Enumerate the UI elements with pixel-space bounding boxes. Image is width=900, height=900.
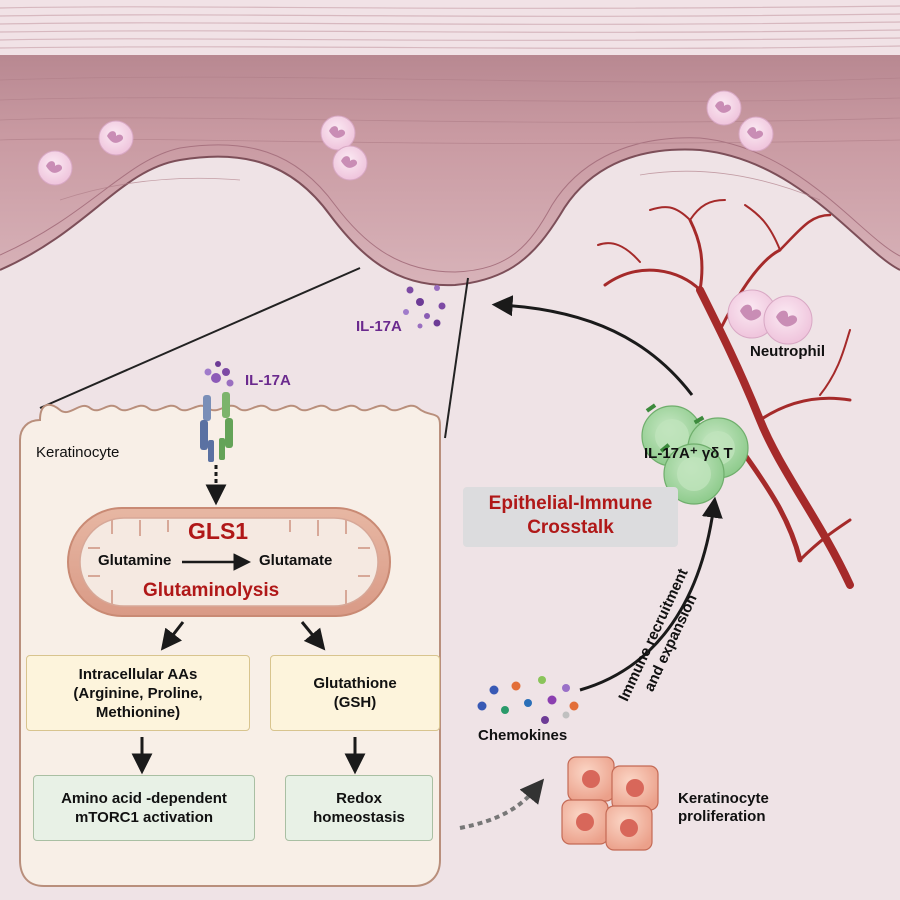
neutrophil-icon-6 bbox=[738, 116, 774, 152]
glutaminolysis-label: Glutaminolysis bbox=[143, 580, 280, 601]
dotted-arrow-to-proliferation bbox=[459, 778, 545, 830]
gls1-label: GLS1 bbox=[188, 518, 249, 544]
kc-proliferation-label: Keratinocyte proliferation bbox=[678, 790, 769, 825]
il17a-receptor-icon bbox=[200, 361, 234, 462]
glutathione-box: Glutathione (GSH) bbox=[270, 655, 440, 731]
intracellular-aas-box: Intracellular AAs (Arginine, Proline, Me… bbox=[26, 655, 250, 731]
corneum-lines bbox=[0, 5, 900, 49]
neutrophil-icon-7 bbox=[727, 289, 777, 339]
mtorc1-box: Amino acid -dependent mTORC1 activation bbox=[33, 775, 255, 841]
neutrophil-icon-3 bbox=[320, 115, 356, 151]
neutrophil-icon-5 bbox=[706, 90, 742, 126]
zoom-line-right bbox=[444, 277, 469, 439]
il17a-label-top: IL-17A bbox=[356, 318, 402, 335]
gd-t-cell-icon bbox=[641, 403, 749, 505]
chemokine-dots bbox=[477, 676, 579, 724]
spinous-layer-line bbox=[0, 137, 900, 273]
glutamate-label: Glutamate bbox=[259, 552, 333, 569]
neutrophil-icon-4 bbox=[332, 145, 368, 181]
crosstalk-label: Epithelial-Immune Crosstalk bbox=[488, 493, 653, 538]
arrow-to-aas bbox=[160, 621, 185, 651]
arrow-to-t-cells bbox=[579, 496, 723, 692]
glutamine-label: Glutamine bbox=[98, 552, 172, 569]
zoom-line-left bbox=[39, 267, 361, 409]
keratinocyte-label: Keratinocyte bbox=[36, 444, 120, 461]
arrow-to-epithelium bbox=[491, 295, 694, 396]
keratinocyte-cluster-icon bbox=[561, 756, 659, 851]
crosstalk-box bbox=[463, 487, 678, 547]
redox-box: Redox homeostasis bbox=[285, 775, 433, 841]
chemokines-label: Chemokines bbox=[478, 727, 568, 744]
stratum-corneum bbox=[0, 0, 900, 60]
basal-layer-line bbox=[0, 148, 900, 287]
neutrophil-icon-8 bbox=[763, 295, 813, 345]
neutrophil-label: Neutrophil bbox=[750, 343, 825, 360]
epidermis-layer bbox=[0, 55, 900, 286]
neutrophil-icon-1 bbox=[37, 150, 73, 186]
il17a-label-receptor: IL-17A bbox=[245, 372, 291, 389]
gd-t-cell-label: IL-17A⁺ γδ T bbox=[644, 445, 733, 462]
il17a-cytokine-dots-top bbox=[403, 285, 446, 329]
arrow-to-gsh bbox=[300, 621, 326, 651]
neutrophil-icon-2 bbox=[98, 120, 134, 156]
